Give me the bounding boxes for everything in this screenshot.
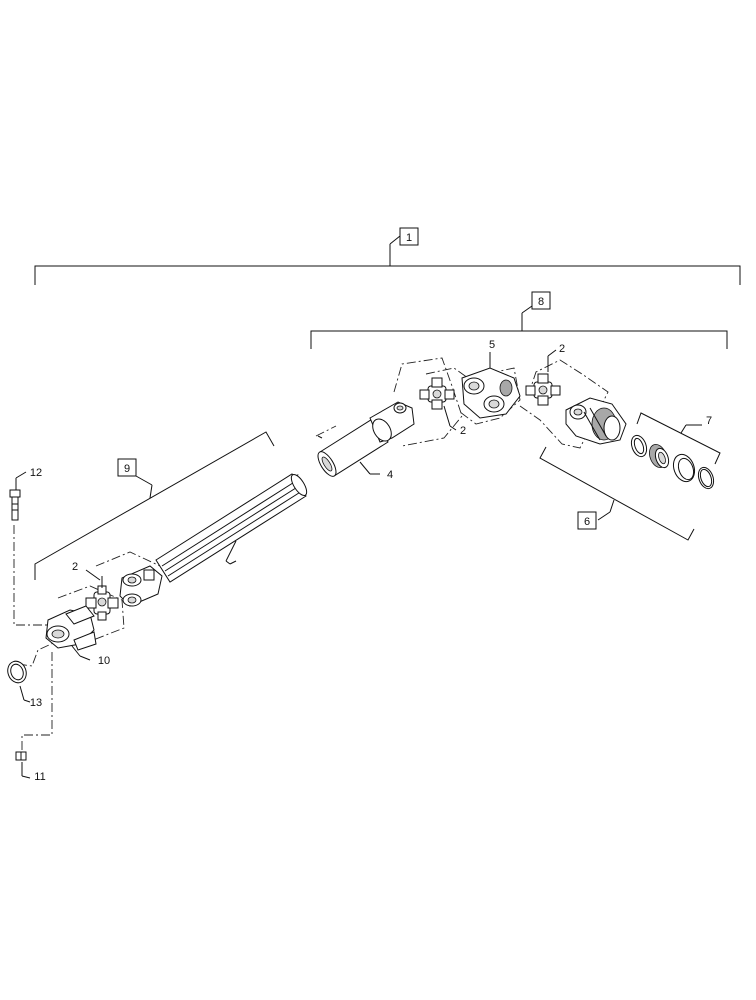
callout-7[interactable]: 7 [706, 415, 712, 427]
callout-10[interactable]: 10 [98, 655, 110, 667]
callout-12[interactable]: 12 [30, 467, 42, 479]
bracket-assembly-9: 9 [34, 431, 275, 580]
callout-4[interactable]: 4 [387, 469, 393, 481]
part-5-center-yoke: 5 [461, 339, 521, 419]
bracket-assembly-1: 1 [34, 227, 741, 285]
callout-8[interactable]: 8 [538, 296, 544, 308]
callout-11[interactable]: 11 [34, 771, 45, 783]
part-6-limiter-yoke [565, 397, 627, 445]
part-4-tube: 4 [317, 401, 415, 481]
part-13-ring: 13 [7, 660, 42, 709]
part-10-end-yoke: 10 [45, 605, 110, 667]
callout-5[interactable]: 5 [489, 339, 495, 351]
alignment-lines [13, 357, 609, 752]
callout-1[interactable]: 1 [406, 232, 412, 244]
bracket-assembly-7: 7 [636, 412, 721, 465]
bracket-assembly-8: 8 [310, 291, 728, 349]
part-2-cross-lower: 2 [72, 561, 119, 621]
callout-2-upper-right[interactable]: 2 [559, 343, 565, 355]
part-7-ring-set [630, 434, 715, 490]
callout-6[interactable]: 6 [584, 516, 590, 528]
callout-2-lower[interactable]: 2 [72, 561, 78, 573]
callout-13[interactable]: 13 [30, 697, 42, 709]
callout-2-upper-left[interactable]: 2 [460, 425, 466, 437]
part-12-bolt: 12 [9, 467, 42, 521]
part-11-nut: 11 [15, 751, 46, 783]
callout-9[interactable]: 9 [124, 463, 130, 475]
part-2-cross-upper-left: 2 [419, 377, 466, 437]
phantom-mark [317, 435, 323, 439]
part-2-cross-upper-right: 2 [525, 343, 565, 406]
inner-yoke [119, 565, 163, 607]
part-3-splined-shaft [155, 473, 308, 583]
bracket-assembly-6: 6 [539, 446, 695, 541]
